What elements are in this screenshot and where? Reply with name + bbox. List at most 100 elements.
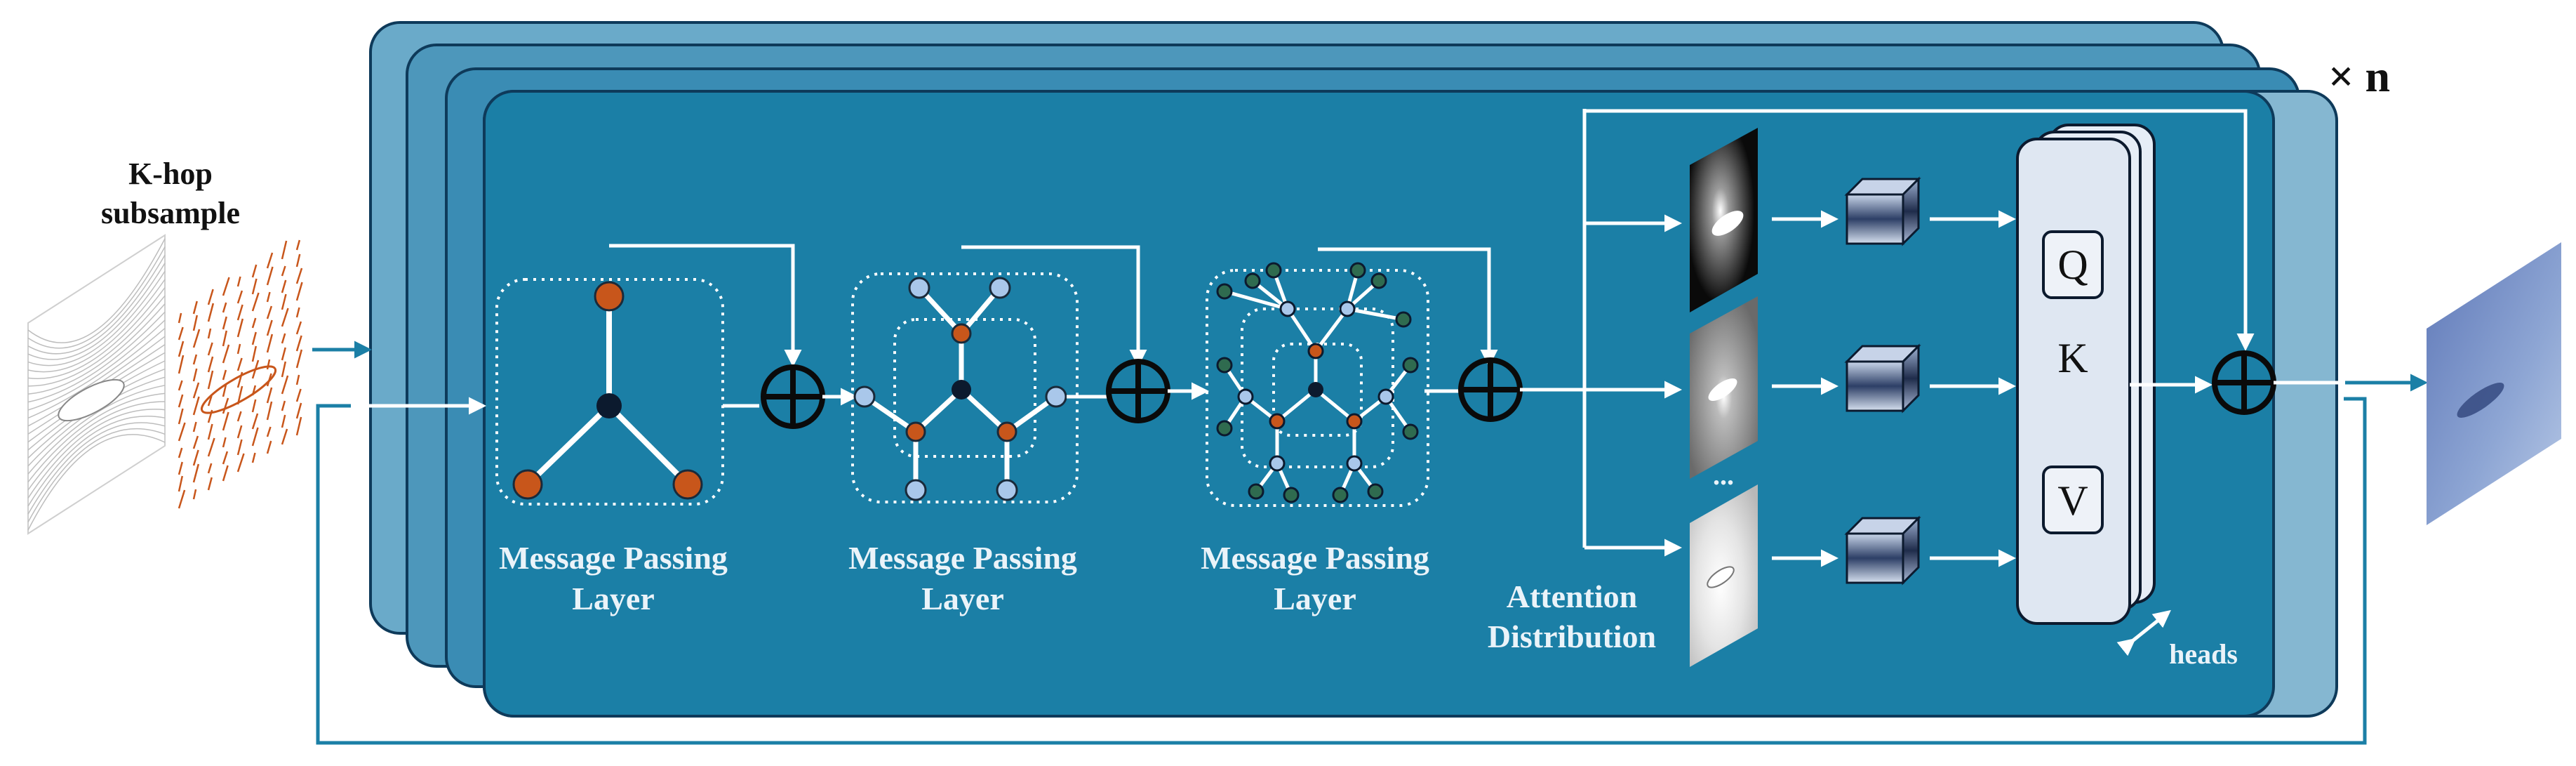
mp3-edge bbox=[1224, 289, 1288, 311]
attention-label-line2: Distribution bbox=[1488, 619, 1656, 654]
v-box bbox=[2042, 465, 2104, 534]
mp3-node-outer bbox=[1395, 311, 1412, 328]
attention-ellipsis: ... bbox=[1713, 459, 1734, 491]
vector-arrow bbox=[222, 397, 229, 414]
vector-arrow bbox=[236, 411, 242, 422]
mp3-node-mid bbox=[1339, 301, 1356, 317]
sum-node-2 bbox=[1067, 359, 1209, 423]
mp3-node-outer bbox=[1402, 423, 1419, 440]
vector-arrow bbox=[192, 421, 197, 432]
mp3-node-outer bbox=[1216, 357, 1233, 374]
vector-arrow bbox=[295, 282, 303, 301]
flow-arrows bbox=[312, 341, 2428, 745]
mesh-line bbox=[27, 392, 166, 483]
vector-arrow bbox=[295, 374, 300, 385]
vector-arrow bbox=[222, 369, 227, 381]
mp2-node bbox=[905, 421, 926, 442]
vector-arrow bbox=[266, 401, 273, 421]
attention-branch bbox=[1520, 109, 2255, 557]
vector-arrow bbox=[236, 318, 244, 338]
vector-arrow bbox=[178, 461, 183, 475]
vector-arrow bbox=[281, 279, 287, 293]
vector-arrow bbox=[222, 277, 230, 296]
mp3-node-mid bbox=[1346, 455, 1363, 472]
vector-arrow bbox=[222, 316, 227, 330]
vector-arrow bbox=[281, 333, 286, 344]
vector-arrow bbox=[295, 307, 300, 318]
mesh-line bbox=[27, 311, 166, 403]
mp2-node bbox=[853, 385, 876, 408]
vector-arrow bbox=[281, 293, 287, 310]
vector-arrow bbox=[222, 383, 227, 397]
vector-arrow bbox=[236, 357, 243, 371]
vector-arrow bbox=[222, 451, 229, 465]
vector-arrow bbox=[178, 341, 185, 357]
vector-arrow bbox=[192, 449, 199, 466]
mesh-line bbox=[27, 328, 166, 419]
vector-arrow bbox=[207, 423, 213, 440]
vector-arrow bbox=[222, 302, 227, 313]
mp-block-3-label: Message Passing Layer bbox=[1201, 540, 1429, 616]
mp3-edge bbox=[1347, 307, 1404, 322]
mp-block-2-label: Message Passing Layer bbox=[848, 540, 1077, 616]
vector-arrow bbox=[281, 375, 289, 395]
vector-arrow bbox=[266, 266, 274, 286]
vector-arrow bbox=[266, 359, 271, 370]
vector-field-card bbox=[168, 235, 309, 537]
mp1-node-left bbox=[512, 469, 543, 500]
mesh-card bbox=[27, 234, 166, 535]
vector-arrow bbox=[178, 355, 185, 374]
sum-node-1 bbox=[723, 364, 858, 429]
vector-arrow bbox=[192, 489, 197, 500]
mp2-node bbox=[996, 421, 1017, 442]
vector-arrow bbox=[281, 428, 288, 445]
mp1-node-center bbox=[596, 393, 622, 418]
mp3-node-outer bbox=[1349, 262, 1366, 279]
mp3-node-inner bbox=[1346, 413, 1363, 430]
vector-arrow bbox=[236, 439, 243, 456]
input-title-line2: subsample bbox=[101, 196, 240, 230]
vector-arrow bbox=[251, 317, 257, 329]
vector-arrow bbox=[192, 382, 200, 399]
vector-arrow bbox=[207, 463, 213, 474]
mesh-line bbox=[27, 254, 166, 355]
vector-arrow bbox=[266, 440, 272, 454]
vector-arrow bbox=[266, 387, 273, 404]
vector-arrow bbox=[281, 414, 286, 428]
mp1-label-line1: Message Passing bbox=[499, 540, 728, 576]
mesh-line bbox=[27, 428, 166, 522]
vector-arrow bbox=[251, 345, 258, 362]
vector-arrow bbox=[251, 264, 258, 278]
mp3-node-outer bbox=[1244, 272, 1261, 289]
vector-arrow bbox=[266, 291, 271, 303]
vector-arrow bbox=[295, 268, 303, 284]
vector-arrow bbox=[281, 240, 288, 260]
attention-label-line1: Attention bbox=[1507, 579, 1638, 614]
vector-arrow bbox=[251, 278, 258, 295]
vector-arrow bbox=[236, 276, 241, 287]
vector-arrow bbox=[295, 253, 301, 268]
vector-arrow bbox=[192, 396, 200, 416]
vector-arrow bbox=[192, 435, 199, 449]
vector-arrow bbox=[192, 301, 198, 315]
vector-arrow bbox=[178, 312, 182, 324]
mp3-node-mid bbox=[1377, 388, 1394, 405]
vector-arrow bbox=[207, 437, 215, 457]
mp3-node-center bbox=[1308, 382, 1323, 397]
vector-arrow bbox=[236, 453, 245, 473]
mp1-node-right bbox=[672, 469, 703, 500]
mp3-node-outer bbox=[1248, 483, 1264, 500]
vector-arrow bbox=[222, 344, 230, 364]
k-label: K bbox=[2057, 335, 2088, 381]
vector-arrow bbox=[178, 326, 184, 341]
mp2-node-center bbox=[952, 380, 971, 399]
mesh-line bbox=[27, 303, 166, 395]
vector-arrow bbox=[295, 239, 301, 251]
mp-block-3 bbox=[1206, 247, 1498, 507]
embedding-cube-icon bbox=[1844, 176, 1921, 246]
vector-arrow bbox=[281, 265, 286, 277]
mp3-label-line1: Message Passing bbox=[1201, 540, 1429, 576]
mp3-node-outer bbox=[1370, 272, 1387, 289]
vector-arrow bbox=[222, 437, 227, 448]
